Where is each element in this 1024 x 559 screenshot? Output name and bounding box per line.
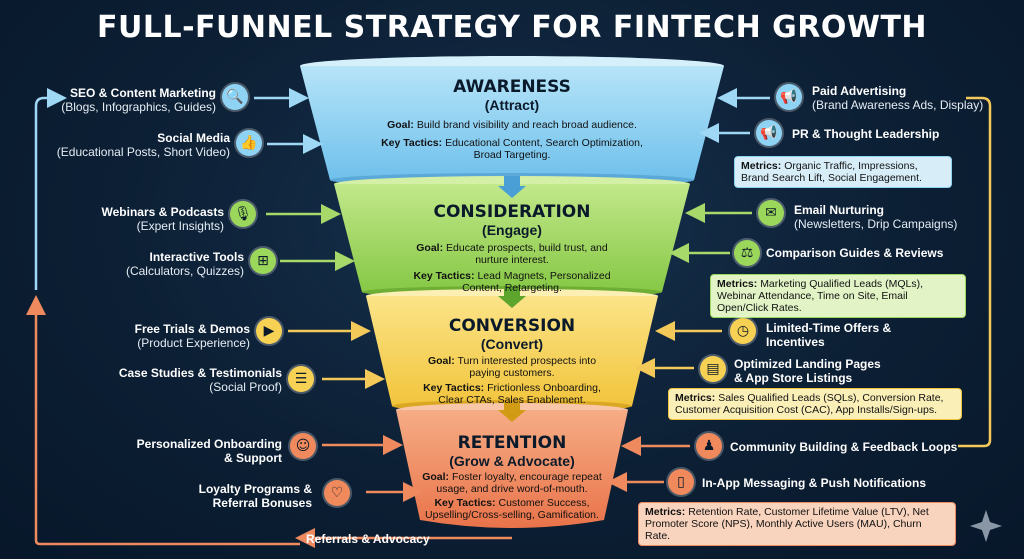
channel-loyalty-programs: Loyalty Programs & Referral Bonuses — [198, 482, 312, 510]
channel-social-media: Social Media (Educational Posts, Short V… — [56, 131, 230, 159]
page-title: FULL-FUNNEL STRATEGY FOR FINTECH GROWTH — [96, 10, 928, 45]
flow-arrow-3 — [498, 400, 526, 422]
play-screen-icon: ▶ — [256, 318, 282, 344]
channel-comparison-guides: Comparison Guides & Reviews — [766, 246, 944, 260]
megaphone-icon: 📢 — [776, 84, 802, 110]
metrics-retention: Metrics: Retention Rate, Customer Lifeti… — [638, 502, 956, 546]
metrics-consideration: Metrics: Marketing Qualified Leads (MQLs… — [710, 274, 966, 318]
funnel-stage-awareness — [300, 56, 724, 187]
stage-retention-text: RETENTION (Grow & Advocate) Goal: Foster… — [422, 433, 602, 522]
stage-name: RETENTION — [457, 433, 567, 453]
channel-free-trials: Free Trials & Demos (Product Experience) — [134, 322, 250, 350]
stage-consideration-text: CONSIDERATION (Engage) Goal: Educate pro… — [400, 202, 624, 295]
stage-name: AWARENESS — [453, 77, 571, 97]
channel-webinars-podcasts: Webinars & Podcasts (Expert Insights) — [101, 205, 224, 233]
metrics-conversion: Metrics: Sales Qualified Leads (SQLs), C… — [668, 388, 962, 420]
stage-name: CONVERSION — [448, 316, 576, 336]
stage-tactics: Key Tactics: Educational Content, Search… — [381, 137, 643, 161]
chat-bubble-icon: ☰ — [288, 366, 314, 392]
metrics-awareness: Metrics: Organic Traffic, Impressions, B… — [734, 156, 952, 188]
stage-subtitle: (Convert) — [480, 336, 544, 352]
user-gear-icon: ☺ — [290, 433, 316, 459]
magnifier-icon: 🔍 — [222, 84, 248, 110]
landing-page-icon: ▤ — [700, 356, 726, 382]
stage-tactics: Key Tactics: Customer Success, Upselling… — [425, 497, 599, 521]
stage-subtitle: (Grow & Advocate) — [449, 453, 575, 469]
channel-interactive-tools: Interactive Tools (Calculators, Quizzes) — [125, 250, 244, 278]
channel-limited-time-offers: Limited-Time Offers & Incentives — [766, 321, 892, 349]
channel-seo-content: SEO & Content Marketing (Blogs, Infograp… — [61, 86, 216, 114]
mobile-message-icon: ▯ — [668, 469, 694, 495]
envelope-icon: ✉ — [758, 200, 784, 226]
clock-icon: ◷ — [730, 318, 756, 344]
channel-landing-pages: Optimized Landing Pages & App Store List… — [734, 357, 881, 385]
calculator-icon: ⊞ — [250, 248, 276, 274]
thumbs-up-icon: 👍 — [236, 130, 262, 156]
stage-name: CONSIDERATION — [433, 202, 591, 222]
flow-arrow-2 — [498, 286, 526, 308]
channel-case-studies: Case Studies & Testimonials (Social Proo… — [118, 366, 282, 394]
channel-community-building: Community Building & Feedback Loops — [730, 440, 958, 454]
podcast-icon: 🎙 — [230, 201, 256, 227]
channel-paid-advertising: Paid Advertising (Brand Awareness Ads, D… — [812, 84, 984, 112]
referrals-advocacy-label: Referrals & Advocacy — [306, 532, 430, 546]
heart-hand-icon: ♡ — [324, 480, 350, 506]
channel-personalized-onboarding: Personalized Onboarding & Support — [136, 437, 282, 465]
stage-subtitle: (Engage) — [482, 222, 542, 238]
stage-conversion-text: CONVERSION (Convert) Goal: Turn interest… — [416, 316, 608, 407]
sparkle-icon — [970, 510, 1002, 542]
stage-goal: Goal: Educate prospects, build trust, an… — [416, 242, 608, 266]
stage-goal: Goal: Turn interested prospects into pay… — [427, 355, 597, 379]
megaphone-icon: 📢 — [756, 120, 782, 146]
channel-pr-thought-leadership: PR & Thought Leadership — [792, 127, 940, 141]
channel-in-app-messaging: In-App Messaging & Push Notifications — [702, 476, 927, 490]
channel-email-nurturing: Email Nurturing (Newsletters, Drip Campa… — [794, 203, 958, 231]
stage-awareness-text: AWARENESS (Attract) Goal: Build brand vi… — [380, 77, 644, 162]
stage-subtitle: (Attract) — [484, 97, 540, 113]
community-icon: ♟ — [696, 433, 722, 459]
stage-goal: Goal: Build brand visibility and reach b… — [387, 119, 637, 131]
stage-goal: Goal: Foster loyalty, encourage repeat u… — [422, 471, 602, 495]
flow-arrow-1 — [498, 176, 526, 198]
stage-tactics: Key Tactics: Frictionless Onboarding, Cl… — [423, 382, 601, 406]
stage-tactics: Key Tactics: Lead Magnets, Personalized … — [413, 270, 611, 294]
scales-icon: ⚖ — [734, 240, 760, 266]
